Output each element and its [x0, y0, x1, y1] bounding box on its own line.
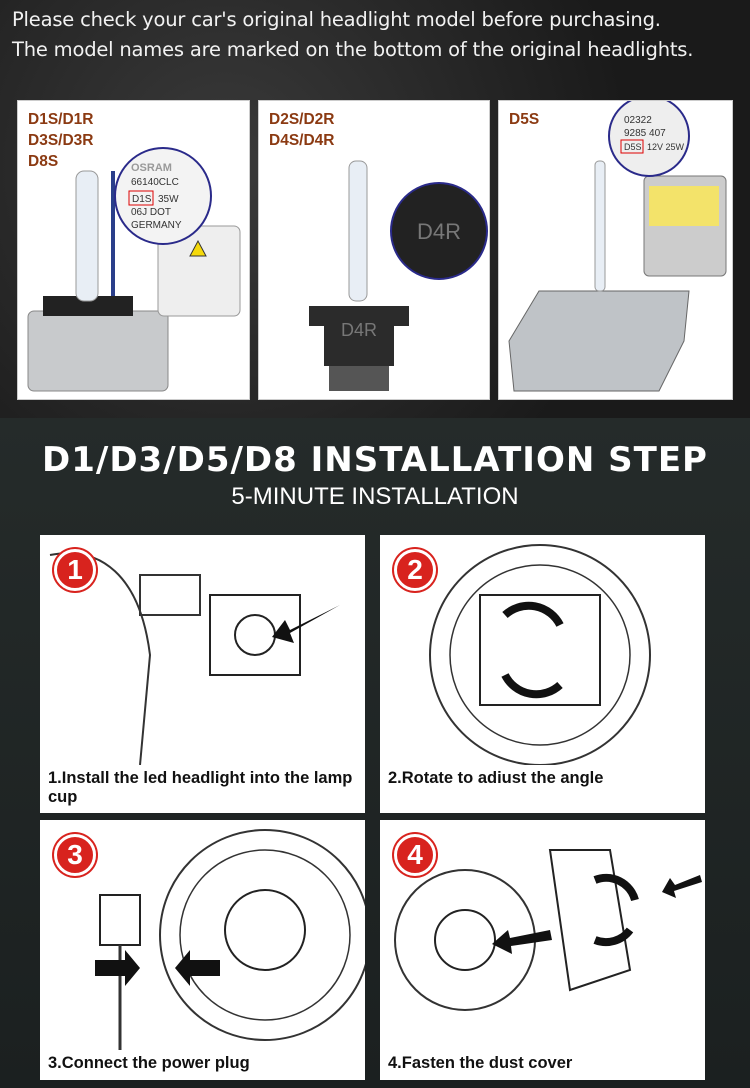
step-4-caption: 4.Fasten the dust cover	[388, 1054, 573, 1072]
panel-d2s: D4R D4R D2S/D2R D4S/D4R	[258, 100, 490, 400]
d4r-zoom-marking: D4R	[417, 219, 461, 244]
d2s-bulb-image: D4R D4R	[309, 160, 488, 391]
installation-title: D1/D3/D5/D8 INSTALLATION STEP	[42, 440, 708, 480]
step-1-illustration	[49, 552, 340, 765]
d5s-bulb-image: 02322 9285 407 D5S 12V 25W	[508, 101, 727, 392]
panel-label: D5S	[509, 109, 539, 130]
model-d2s: D2S/D2R	[269, 111, 335, 128]
d4r-base-marking: D4R	[341, 320, 377, 340]
step-1-badge: 1	[54, 549, 96, 591]
d1s-bulb-image: OSRAM 66140CLC D1S 35W 06J DOT GERMANY	[27, 147, 241, 392]
d1s-label-country: GERMANY	[131, 220, 182, 231]
step-3-illustration	[95, 829, 365, 1050]
d1s-label-dot: 06J DOT	[131, 207, 171, 218]
panel-d5s: 02322 9285 407 D5S 12V 25W D5S	[498, 100, 733, 400]
panel-d1s: OSRAM 66140CLC D1S 35W 06J DOT GERMANY D…	[17, 100, 250, 400]
panel-label: D1S/D1R D3S/D3R D8S	[28, 109, 93, 172]
step-2-card: 2 2.Rotate to adiust the angle	[380, 535, 705, 813]
step-2-caption: 2.Rotate to adiust the angle	[388, 769, 604, 787]
model-d5s: D5S	[509, 111, 540, 128]
model-d3s: D3S/D3R	[28, 132, 94, 149]
step-4-card: 4 4.Fasten the dust cover	[380, 820, 705, 1080]
panel-label: D2S/D2R D4S/D4R	[269, 109, 334, 151]
step-3-card: 3 3.Connect the power plug	[40, 820, 365, 1080]
d5s-marking: D5S	[624, 142, 642, 152]
d5s-label-code-1: 02322	[624, 115, 652, 126]
step-2-badge: 2	[394, 549, 436, 591]
d1s-marking: D1S	[132, 194, 152, 205]
model-d4s: D4S/D4R	[269, 132, 335, 149]
installation-subtitle: 5-MINUTE INSTALLATION	[231, 483, 519, 510]
d1s-label-code: 66140CLC	[131, 177, 179, 188]
step-4-illustration	[394, 849, 702, 1011]
step-2-illustration	[429, 544, 651, 765]
step-4-badge: 4	[394, 834, 436, 876]
model-d1s: D1S/D1R	[28, 111, 94, 128]
d1s-label-wattage: 35W	[158, 194, 179, 205]
notice-line-2: The model names are marked on the bottom…	[12, 38, 694, 61]
step-1-caption: 1.Install the led headlight into the lam…	[48, 769, 353, 806]
d1s-label-brand: OSRAM	[131, 162, 172, 174]
notice-line-1: Please check your car's original headlig…	[12, 8, 661, 31]
step-1-card: 1 1.Install the led headlight into the l…	[40, 535, 365, 813]
d5s-label-rating: 12V 25W	[647, 142, 685, 152]
step-3-caption: 3.Connect the power plug	[48, 1054, 250, 1072]
model-d8s: D8S	[28, 153, 59, 170]
step-3-badge: 3	[54, 834, 96, 876]
d5s-label-code-2: 9285 407	[624, 128, 666, 139]
